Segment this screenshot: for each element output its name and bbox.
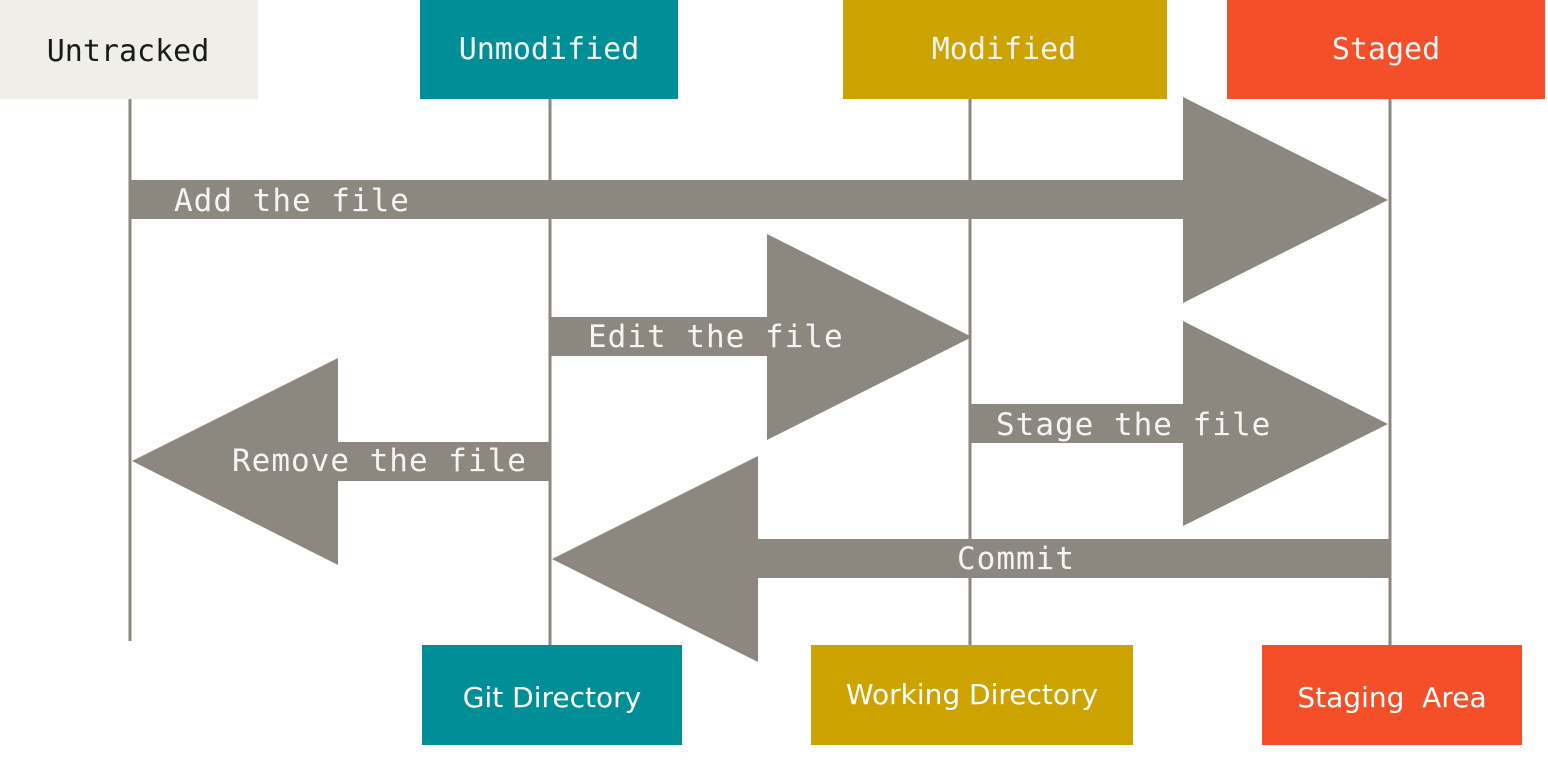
state-box-untracked [0, 0, 258, 99]
lifelines [128, 99, 1392, 645]
lifeline-staged [1388, 99, 1392, 645]
area-box-working-directory [811, 645, 1133, 745]
arrow-stage-the-file [970, 321, 1388, 526]
lifeline-unmodified [548, 99, 552, 645]
area-label-git-directory: Git Directory [463, 681, 641, 714]
area-boxes: Git Directory Working Directory Staging … [422, 645, 1522, 745]
label-remove-the-file: Remove the file [232, 443, 527, 479]
state-box-modified [843, 0, 1167, 99]
label-stage-the-file: Stage the file [996, 407, 1271, 443]
state-box-unmodified [420, 0, 678, 99]
lifeline-untracked [128, 99, 132, 641]
state-headers: Untracked Unmodified Modified Staged [0, 0, 1545, 99]
state-box-staged [1227, 0, 1545, 99]
area-label-working-directory: Working Directory [846, 678, 1098, 711]
arrow-commit [552, 456, 1390, 662]
arrow-edit-the-file [550, 234, 972, 440]
arrow-labels: Add the file Edit the file Stage the fil… [174, 183, 1271, 577]
state-label-modified: Modified [932, 32, 1077, 67]
state-label-untracked: Untracked [47, 34, 210, 69]
lifeline-modified [968, 99, 972, 645]
area-label-staging-area: Staging Area [1297, 681, 1486, 714]
state-label-staged: Staged [1332, 32, 1440, 67]
arrow-add-the-file [130, 97, 1388, 303]
state-label-unmodified: Unmodified [459, 32, 640, 67]
transition-arrows [130, 97, 1390, 662]
label-edit-the-file: Edit the file [588, 319, 844, 355]
area-box-git-directory [422, 645, 682, 745]
area-box-staging-area [1262, 645, 1522, 745]
label-commit: Commit [957, 541, 1075, 577]
label-add-the-file: Add the file [174, 183, 410, 219]
arrow-remove-the-file [132, 358, 550, 565]
